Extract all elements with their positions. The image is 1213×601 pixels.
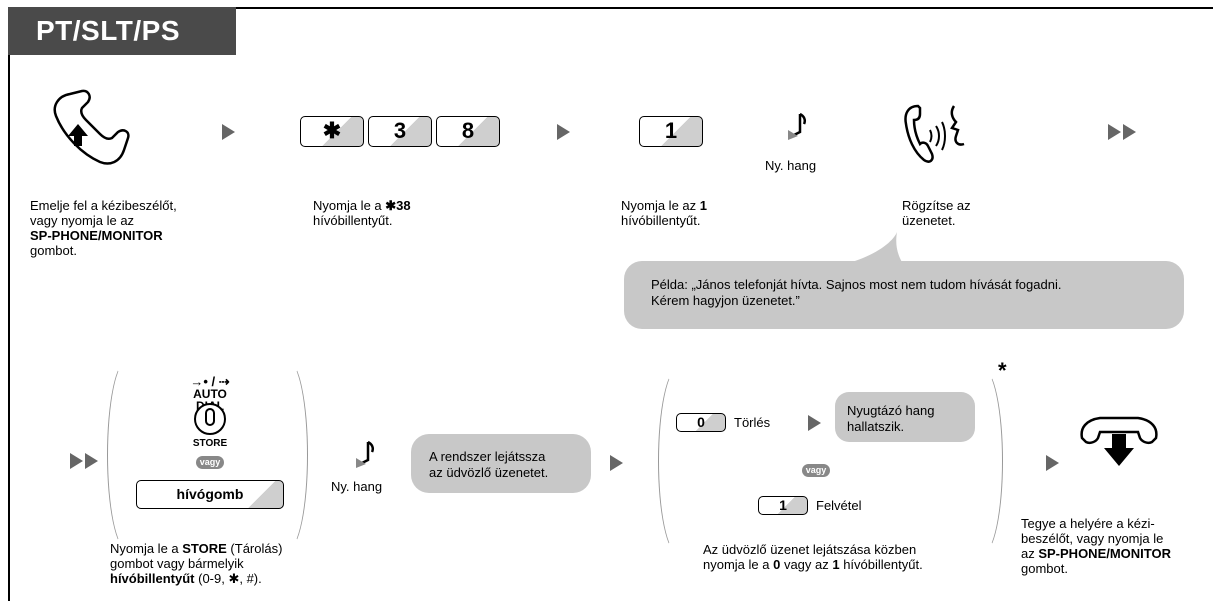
delete-label: Törlés (734, 415, 771, 430)
key-0: 0 (676, 413, 726, 432)
bubble-tail (845, 232, 903, 264)
step1-text: Emelje fel a kézibeszélőt, vagy nyomja l… (30, 198, 250, 258)
next-arrow (222, 124, 235, 140)
key-1: 1 (639, 116, 703, 147)
step4-line1: Rögzítse az (902, 198, 971, 213)
tone-note-icon (356, 440, 375, 468)
playback-box: A rendszer lejátssza az üdvözlő üzenetet… (411, 434, 591, 493)
frame-left-border (8, 7, 10, 601)
handset-off-hook-icon (53, 89, 130, 165)
playback-line2: az üdvözlő üzenetet. (429, 465, 549, 480)
left-paren (658, 368, 698, 554)
continue-arrow (1108, 124, 1121, 140)
confirmation-box: Nyugtázó hang hallatszik. (835, 392, 975, 442)
continue-arrows (70, 453, 98, 469)
left-paren (107, 360, 147, 550)
handset-on-hook-icon (1080, 416, 1158, 466)
call-button: hívógomb (136, 480, 284, 509)
tone-note-icon (788, 112, 807, 140)
key-3: 3 (368, 116, 432, 147)
step4-text: Rögzítse az üzenetet. (902, 198, 1102, 228)
right-paren (268, 360, 308, 550)
example-line1: Példa: „János telefonját hívta. Sajnos m… (651, 277, 1062, 292)
or-badge: vagy (802, 464, 830, 477)
step5-text: Nyomja le a STORE (Tárolás) gombot vagy … (110, 541, 370, 586)
continue-arrow (1123, 124, 1136, 140)
step5-keys: (0-9, ✱, #). (194, 571, 262, 586)
continue-arrow (85, 453, 98, 469)
next-arrow (610, 455, 623, 471)
step6-text: Az üdvözlő üzenet lejátszása közben nyom… (703, 542, 1003, 572)
step6-key0: 0 (773, 557, 781, 572)
step7-text: Tegye a helyére a kézi- beszélőt, vagy n… (1021, 516, 1211, 576)
step5-store: STORE (182, 541, 227, 556)
next-arrow (557, 124, 570, 140)
record-label: Felvétel (816, 498, 862, 513)
step7-line1: Tegye a helyére a kézi- (1021, 516, 1155, 531)
step1-sp-phone: SP-PHONE/MONITOR (30, 228, 163, 243)
step7-sp-phone: SP-PHONE/MONITOR (1038, 546, 1172, 561)
store-button-icon (194, 403, 226, 435)
step6-line1: Az üdvözlő üzenet lejátszása közben (703, 542, 917, 557)
step7-line4: gombot. (1021, 561, 1068, 576)
example-bubble: Példa: „János telefonját hívta. Sajnos m… (624, 261, 1184, 329)
auto-dial-arrow-icon: →• / ⇢ (190, 374, 230, 389)
frame-top-border (8, 7, 1213, 9)
tone1-label: Ny. hang (765, 158, 817, 173)
step3-key: 1 (699, 198, 707, 213)
key-star: ✱ (300, 116, 364, 147)
footnote-asterisk: * (998, 358, 1007, 383)
continue-arrow (70, 453, 83, 469)
store-label: STORE (192, 438, 228, 449)
step7-line2: beszélőt, vagy nyomja le (1021, 531, 1164, 546)
step3-prefix: Nyomja le az (621, 198, 700, 213)
step1-line4: gombot. (30, 243, 77, 258)
step6-prefix: nyomja le a (703, 557, 774, 572)
speaking-into-handset-icon (904, 104, 965, 163)
next-arrow (808, 415, 821, 431)
or-badge: vagy (196, 456, 224, 469)
step7-prefix: az (1021, 546, 1039, 561)
step4-line2: üzenetet. (902, 213, 956, 228)
step6-suffix: hívóbillentyűt. (839, 557, 923, 572)
step2-code: ✱38 (385, 198, 411, 213)
step3-line2: hívóbillentyűt. (621, 213, 701, 228)
step3-text: Nyomja le az 1 hívóbillentyűt. (621, 198, 821, 228)
key-8: 8 (436, 116, 500, 147)
step5-prefix: Nyomja le a (110, 541, 183, 556)
result-line1: Nyugtázó hang (847, 403, 935, 418)
page-title: PT/SLT/PS (8, 7, 236, 55)
result-line2: hallatszik. (847, 419, 905, 434)
step5-suffix: (Tárolás) (226, 541, 283, 556)
example-line2: Kérem hagyjon üzenetet.” (651, 293, 800, 308)
step1-line1: Emelje fel a kézibeszélőt, (30, 198, 177, 213)
step1-line2: vagy nyomja le az (30, 213, 135, 228)
right-paren (963, 368, 1003, 554)
key-1: 1 (758, 496, 808, 515)
feature-code-keys: ✱ 3 8 (300, 116, 500, 147)
step5-key: hívóbillentyűt (110, 571, 195, 586)
step5-line2: gombot vagy bármelyik (110, 556, 244, 571)
step6-mid: vagy az (780, 557, 833, 572)
step2-text: Nyomja le a ✱38 hívóbillentyűt. (313, 198, 513, 228)
tone2-label: Ny. hang (331, 479, 383, 494)
step6-key1: 1 (832, 557, 840, 572)
continue-arrows (1108, 124, 1136, 140)
next-arrow (1046, 455, 1059, 471)
step2-prefix: Nyomja le a (313, 198, 386, 213)
step2-line2: hívóbillentyűt. (313, 213, 393, 228)
playback-line1: A rendszer lejátssza (429, 449, 546, 464)
